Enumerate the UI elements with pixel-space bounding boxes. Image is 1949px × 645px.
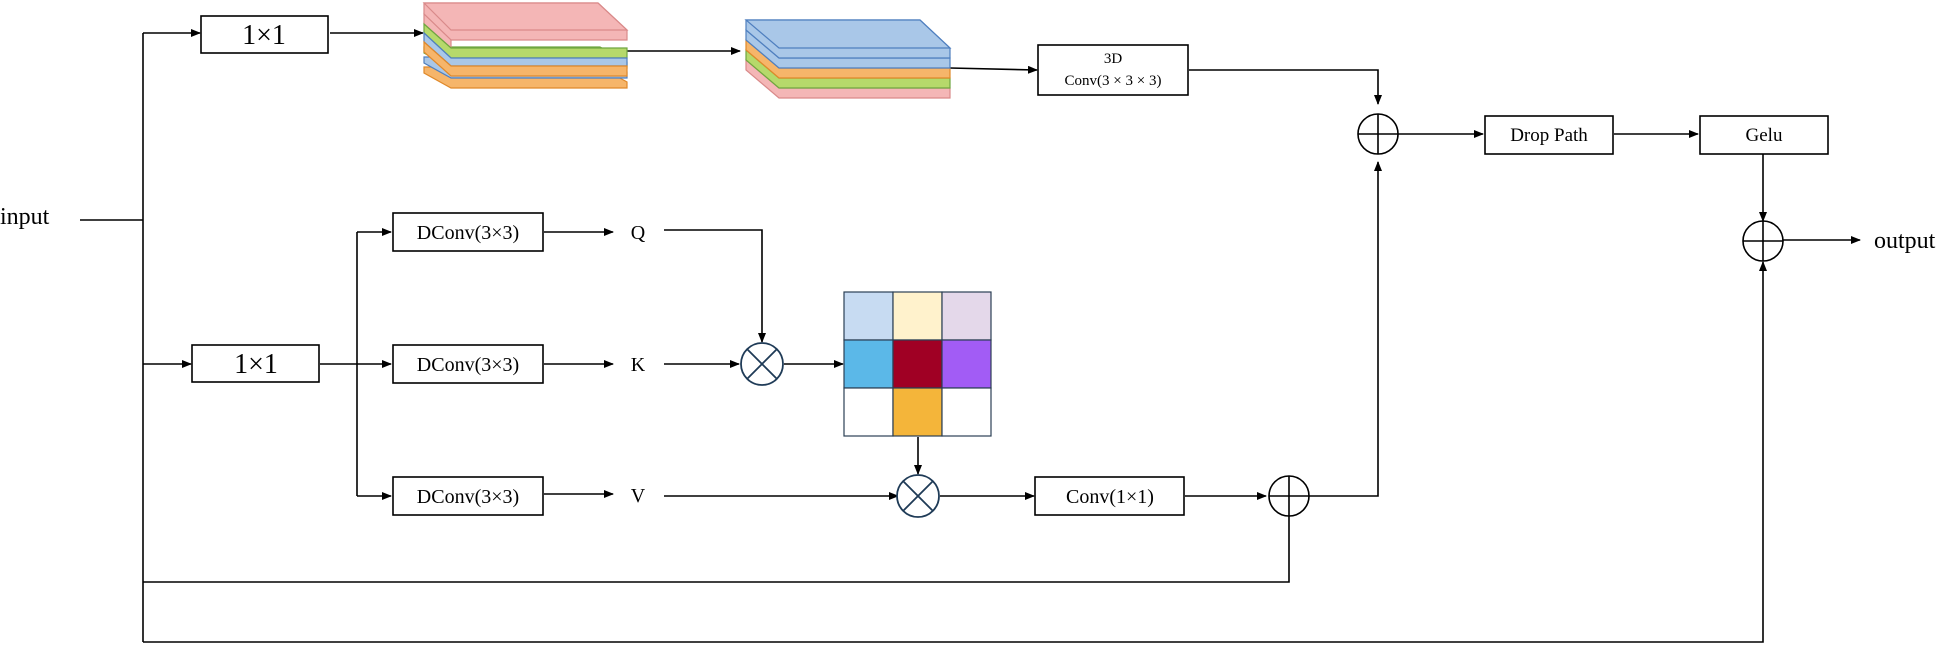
attention-cell-1-1: [892, 339, 943, 389]
add-node-final: [1742, 220, 1784, 262]
v-label: V: [631, 485, 646, 507]
top-1x1-box: 1×1: [200, 15, 329, 54]
q-label: Q: [631, 222, 646, 244]
dconv-q-box: DConv(3×3): [392, 212, 544, 252]
arrow-3d-to-plus: [1189, 69, 1382, 105]
gelu-label: Gelu: [1746, 125, 1783, 146]
conv1x1-box: Conv(1×1): [1034, 476, 1185, 516]
attention-cell-0-1: [892, 291, 943, 341]
feature-stack-1: [422, 2, 629, 89]
attention-cell-2-0: [843, 387, 894, 437]
mid-1x1-label: 1×1: [234, 349, 278, 380]
arrow-q-to-mul: [664, 229, 766, 343]
drop-path-label: Drop Path: [1510, 125, 1588, 146]
top-1x1-label: 1×1: [242, 20, 286, 51]
add-node-bottom: [1268, 475, 1310, 517]
conv1x1-label: Conv(1×1): [1066, 486, 1154, 508]
residual-line-1: [143, 514, 1290, 583]
gelu-box: Gelu: [1699, 115, 1829, 155]
conv3d-label-line1: 3D: [1104, 51, 1123, 67]
dconv-v-box: DConv(3×3): [392, 476, 544, 516]
attention-cell-0-2: [941, 291, 992, 341]
multiply-node-v: [896, 474, 940, 518]
connectors: [80, 29, 1861, 643]
conv3d-box: 3D Conv(3 × 3 × 3): [1037, 44, 1189, 96]
input-label: input: [0, 204, 50, 230]
output-label: output: [1874, 228, 1936, 254]
attention-cell-1-0: [843, 339, 894, 389]
feature-stack-2: [744, 19, 952, 99]
dconv-k-box: DConv(3×3): [392, 344, 544, 384]
k-label: K: [631, 354, 646, 376]
dconv-k-label: DConv(3×3): [417, 354, 519, 376]
attention-cell-1-2: [941, 339, 992, 389]
conv3d-label-line2: Conv(3 × 3 × 3): [1065, 73, 1162, 89]
dconv-v-label: DConv(3×3): [417, 486, 519, 508]
multiply-node-qk: [740, 342, 784, 386]
add-node-top: [1357, 113, 1399, 155]
attention-map-grid: [843, 291, 992, 437]
arrow-to-3d-conv: [949, 65, 1038, 74]
residual-line-2: [143, 261, 1767, 643]
attention-cell-2-1: [892, 387, 943, 437]
arrow-plus-to-top-plus: [1290, 161, 1382, 497]
attention-cell-2-2: [941, 387, 992, 437]
dconv-q-label: DConv(3×3): [417, 222, 519, 244]
attention-cell-0-0: [843, 291, 894, 341]
drop-path-box: Drop Path: [1484, 115, 1614, 155]
mid-1x1-box: 1×1: [191, 344, 320, 383]
